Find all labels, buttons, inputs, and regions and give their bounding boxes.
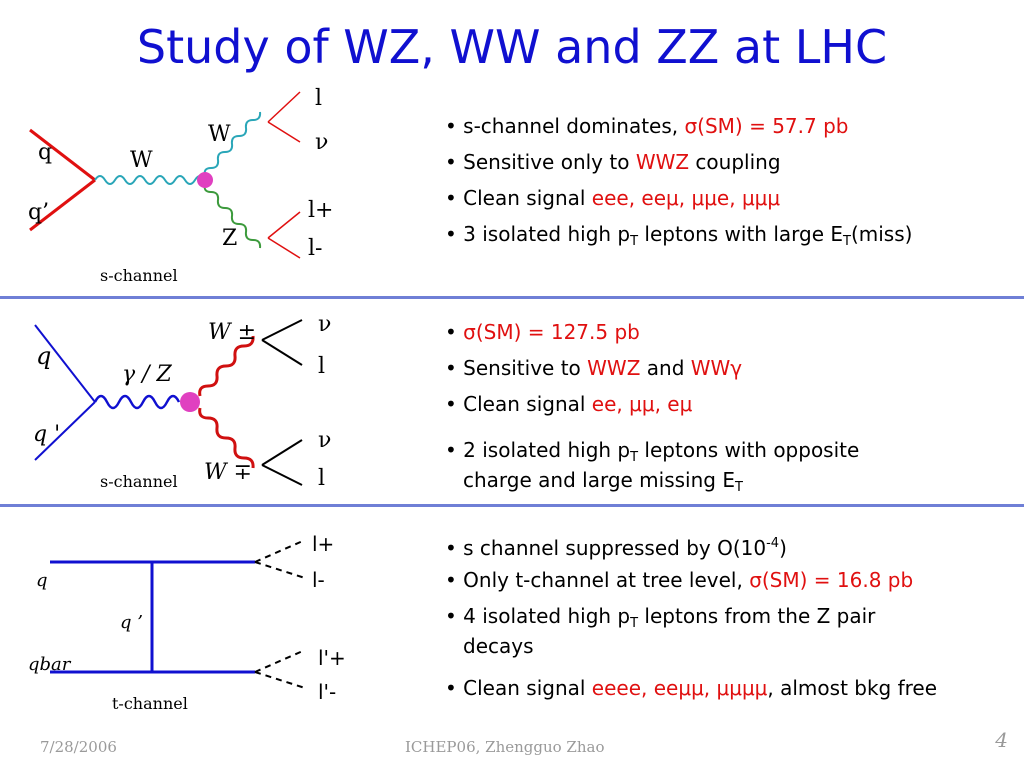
bullet-icon: • bbox=[445, 568, 464, 592]
bullet-icon: • bbox=[445, 320, 464, 344]
bullet-text-part: 4 isolated high p bbox=[463, 604, 631, 628]
bullet-item: • Sensitive only to WWZ coupling bbox=[445, 148, 781, 176]
label-lplus-3: l+ bbox=[312, 532, 335, 556]
bullet-text-part: charge and large missing E bbox=[463, 468, 735, 492]
label-w-minusplus: W ∓ bbox=[204, 460, 253, 485]
bullet-text-part: ) bbox=[779, 536, 787, 560]
bullet-icon: • bbox=[445, 186, 464, 210]
label-q-3: q bbox=[36, 570, 48, 591]
bullet-icon: • bbox=[445, 536, 464, 560]
caption-s-channel-1: s-channel bbox=[100, 266, 178, 285]
bullet-text-part: T bbox=[630, 234, 639, 249]
bullet-icon: • bbox=[445, 150, 464, 174]
bullet-text-part: eee, eeμ, μμe, μμμ bbox=[591, 186, 781, 210]
footer-date: 7/28/2006 bbox=[40, 738, 117, 756]
bullet-item: • s channel suppressed by O(10-4) bbox=[445, 530, 787, 562]
bullet-text-part: Clean signal bbox=[463, 392, 592, 416]
bullet-text-part: -4 bbox=[766, 536, 780, 551]
bullet-icon: • bbox=[445, 604, 464, 628]
bullet-text-part: σ(SM) = 16.8 pb bbox=[749, 568, 914, 592]
bullet-text-part: ee, μμ, eμ bbox=[591, 392, 693, 416]
bullet-text-part: Sensitive only to bbox=[463, 150, 636, 174]
bullet-text-part: T bbox=[734, 480, 743, 495]
label-l1: l bbox=[318, 354, 326, 379]
bullet-item: • s-channel dominates, σ(SM) = 57.7 pb bbox=[445, 112, 848, 140]
label-lplus: l+ bbox=[308, 198, 334, 223]
bullet-text-part: WWZ bbox=[587, 356, 641, 380]
bullet-item: • Only t-channel at tree level, σ(SM) = … bbox=[445, 566, 913, 594]
label-nu2: ν bbox=[318, 428, 332, 453]
bullet-item: • Clean signal ee, μμ, eμ bbox=[445, 390, 692, 418]
bullet-item-continuation: charge and large missing ET bbox=[463, 466, 743, 502]
label-q-2: q bbox=[36, 342, 52, 370]
bullet-item: • 3 isolated high pT leptons with large … bbox=[445, 220, 912, 256]
bullet-text-part: T bbox=[843, 234, 851, 249]
label-w-out: W bbox=[208, 122, 231, 147]
bullet-item-continuation: decays bbox=[463, 632, 534, 660]
bullet-icon: • bbox=[445, 676, 464, 700]
bullet-icon: • bbox=[445, 438, 464, 462]
label-qprime: q’ bbox=[28, 200, 50, 225]
feynman-diagram-s-channel-ww bbox=[34, 319, 303, 486]
bullet-text-part: and bbox=[640, 356, 691, 380]
bullet-text-part: decays bbox=[463, 634, 534, 658]
label-z-out: Z bbox=[222, 226, 238, 251]
label-w-plusminus: W ± bbox=[208, 320, 257, 345]
bullet-item: • Sensitive to WWZ and WWγ bbox=[445, 354, 742, 382]
bullet-text-part: Clean signal bbox=[463, 186, 592, 210]
footer-center: ICHEP06, Zhengguo Zhao bbox=[405, 738, 605, 756]
bullet-item: • Clean signal eeee, eeμμ, μμμμ, almost … bbox=[445, 674, 937, 702]
bullet-text-part: (miss) bbox=[850, 222, 913, 246]
bullet-icon: • bbox=[445, 356, 464, 380]
bullet-text-part: coupling bbox=[689, 150, 781, 174]
bullet-text-part: eeee, eeμμ, μμμμ bbox=[591, 676, 768, 700]
bullet-text-part: WWZ bbox=[635, 150, 690, 174]
bullet-icon: • bbox=[445, 392, 464, 416]
bullet-text-part: leptons from the Z pair bbox=[638, 604, 876, 628]
label-l: l bbox=[315, 86, 323, 111]
feynman-diagram-t-channel-zz bbox=[50, 539, 306, 689]
bullet-text-part: WWγ bbox=[690, 356, 743, 380]
bullet-text-part: Clean signal bbox=[463, 676, 592, 700]
bullet-item: • 2 isolated high pT leptons with opposi… bbox=[445, 436, 859, 472]
bullet-item: • Clean signal eee, eeμ, μμe, μμμ bbox=[445, 184, 780, 212]
bullet-text-part: σ(SM) = 127.5 pb bbox=[463, 320, 640, 344]
slide-title: Study of WZ, WW and ZZ at LHC bbox=[136, 20, 888, 74]
label-qprime-3: q ’ bbox=[120, 612, 143, 633]
caption-s-channel-2: s-channel bbox=[100, 472, 178, 491]
bullet-item: • σ(SM) = 127.5 pb bbox=[445, 318, 640, 346]
label-qprime-2: q ' bbox=[33, 422, 61, 447]
label-lprime-plus: l'+ bbox=[318, 646, 346, 670]
bullet-text-part: T bbox=[630, 616, 639, 631]
separator-1 bbox=[0, 296, 1024, 299]
bullet-icon: • bbox=[445, 222, 464, 246]
bullet-text-part: T bbox=[630, 450, 639, 465]
bullet-text-part: s-channel dominates, bbox=[463, 114, 685, 138]
label-nu1: ν bbox=[318, 312, 332, 337]
label-w-propagator: W bbox=[130, 148, 153, 173]
bullet-item: • 4 isolated high pT leptons from the Z … bbox=[445, 602, 875, 638]
label-qbar: qbar bbox=[28, 654, 71, 675]
feynman-diagram-s-channel-wz bbox=[29, 91, 301, 259]
label-lminus-3: l- bbox=[312, 568, 325, 592]
bullet-text-part: 2 isolated high p bbox=[463, 438, 631, 462]
bullet-text-part: leptons with opposite bbox=[638, 438, 860, 462]
bullet-icon: • bbox=[445, 114, 464, 138]
bullet-text-part: Only t-channel at tree level, bbox=[463, 568, 750, 592]
label-lminus: l- bbox=[308, 236, 323, 261]
bullet-text-part: 3 isolated high p bbox=[463, 222, 631, 246]
label-gamma-z: γ / Z bbox=[122, 362, 172, 387]
label-q: q bbox=[38, 140, 53, 165]
label-lprime-minus: l'- bbox=[318, 680, 337, 704]
separator-2 bbox=[0, 504, 1024, 507]
bullet-text-part: s channel suppressed by O(10 bbox=[463, 536, 767, 560]
caption-t-channel: t-channel bbox=[112, 694, 188, 713]
bullet-text-part: σ(SM) = 57.7 pb bbox=[684, 114, 849, 138]
bullet-text-part: Sensitive to bbox=[463, 356, 588, 380]
page-number: 4 bbox=[995, 728, 1008, 752]
bullet-text-part: , almost bkg free bbox=[767, 676, 938, 700]
bullet-text-part: leptons with large E bbox=[638, 222, 843, 246]
label-l2: l bbox=[318, 466, 326, 491]
label-nu: ν bbox=[315, 130, 329, 155]
